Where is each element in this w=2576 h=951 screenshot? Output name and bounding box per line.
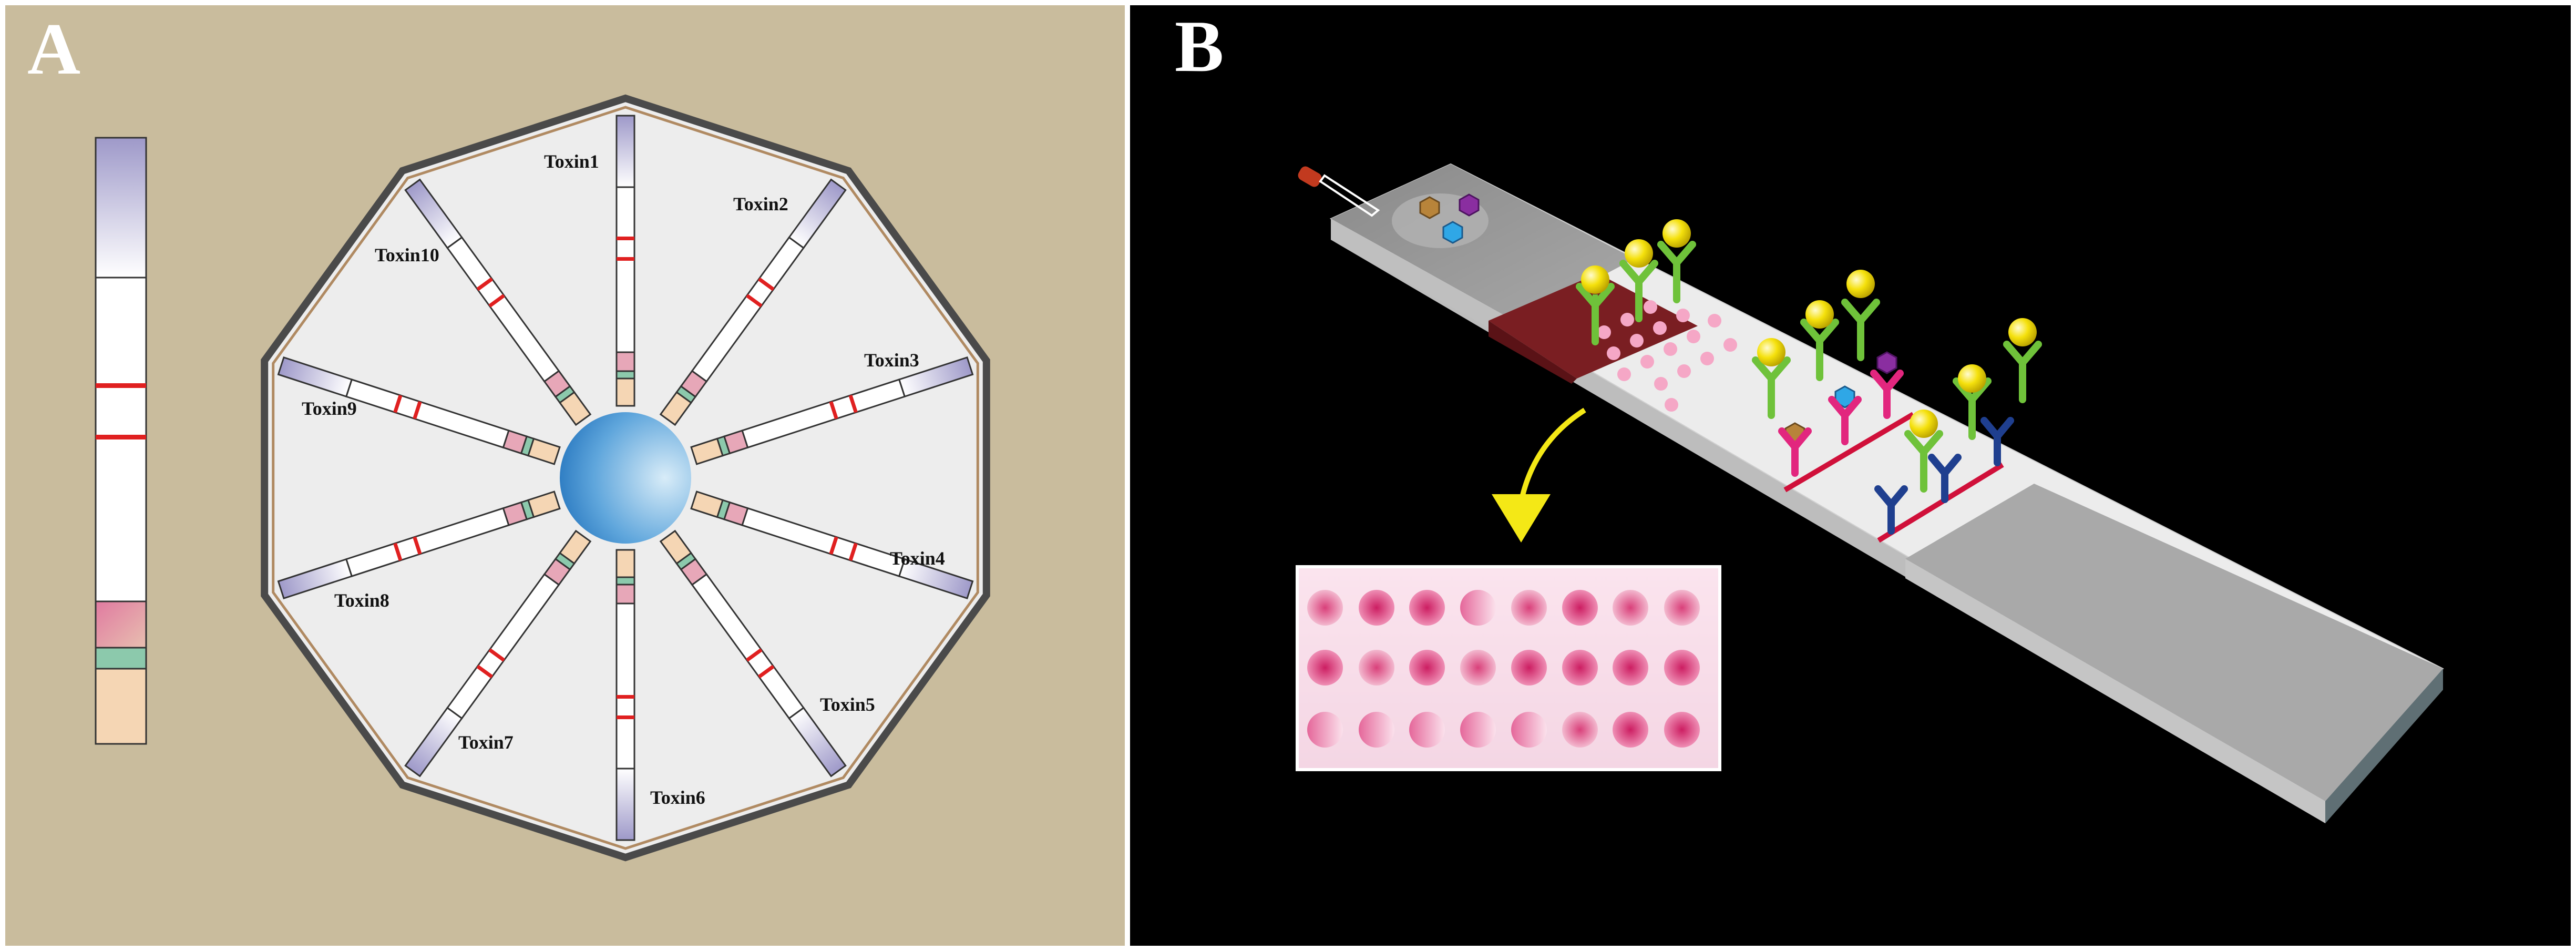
- toxin-strip-6: [615, 549, 635, 841]
- panel-b-letter: B: [1175, 6, 1224, 87]
- toxin-strip-3: [690, 356, 974, 465]
- absorbent-pad-3d-end: [2325, 669, 2443, 823]
- panel-b: B: [1130, 5, 2571, 946]
- toxin-label-5: Toxin5: [820, 694, 875, 715]
- dropper-icon: [1298, 166, 1380, 217]
- gold-antibody-4: [1752, 338, 1791, 419]
- sample-pad: [95, 668, 147, 745]
- absorbent-pad-3d: [1905, 484, 2443, 801]
- analyte-purple: [1459, 193, 1480, 217]
- toxin-label-10: Toxin10: [375, 244, 439, 265]
- radial-strips: [277, 115, 974, 841]
- sample-pad-green: [95, 647, 147, 670]
- conjugate-dots: [1597, 300, 1737, 412]
- gold-antibody-9: [2003, 318, 2042, 403]
- panel-a: A: [5, 5, 1125, 946]
- gold-antibody-6: [1841, 270, 1880, 361]
- toxin-strip-1: [615, 115, 635, 407]
- toxin-label-6: Toxin6: [650, 787, 705, 808]
- secondary-antibodies-control-line: [1874, 417, 2014, 535]
- toxin-label-9: Toxin9: [302, 398, 357, 419]
- control-line: [96, 383, 146, 388]
- absorbent-pad-3d-side: [1905, 559, 2325, 823]
- toxin-strip-5: [659, 529, 847, 778]
- arrow-down-icon: [1492, 407, 1586, 543]
- absorbent-pad: [95, 137, 147, 279]
- toxin-strip-10: [404, 178, 592, 426]
- decagon-inner-border: [272, 106, 979, 850]
- gold-antibody-2: [1619, 239, 1658, 322]
- sample-pad-3d-side: [1331, 219, 1516, 343]
- toxin-strip-4: [690, 490, 974, 599]
- toxin-label-3: Toxin3: [864, 350, 919, 371]
- capture-antibodies-test-line: [1778, 370, 1904, 477]
- toxin-strip-7: [404, 529, 592, 778]
- analyte-brown: [1419, 196, 1440, 219]
- sample-well: [560, 412, 691, 544]
- gold-antibody-1: [1576, 265, 1615, 345]
- toxin-strip-8: [277, 490, 561, 599]
- result-dots: [1307, 590, 1700, 748]
- control-line-3d: [1877, 462, 2004, 543]
- conjugate-pad-side: [1489, 321, 1577, 384]
- test-line-3d: [1783, 412, 1915, 493]
- result-panel: [1296, 565, 1721, 771]
- analyte-blue: [1442, 221, 1463, 244]
- panel-a-letter: A: [27, 8, 80, 90]
- toxin-label-4: Toxin4: [890, 548, 945, 569]
- captured-analyte-purple: [1876, 351, 1897, 374]
- test-line: [96, 435, 146, 439]
- gold-antibody-7: [1904, 410, 1943, 493]
- toxin-strip-9: [277, 356, 561, 465]
- toxin-label-8: Toxin8: [334, 590, 389, 611]
- toxin-label-7: Toxin7: [458, 732, 514, 753]
- conjugate-pad: [95, 600, 147, 649]
- toxin-labels: Toxin1 Toxin2 Toxin3 Toxin4 Toxin5 Toxin…: [302, 151, 945, 808]
- single-test-strip: [95, 137, 147, 745]
- toxin-label-2: Toxin2: [733, 193, 788, 214]
- gold-antibody-3: [1657, 219, 1696, 303]
- captured-analyte-blue: [1834, 385, 1855, 408]
- gold-antibody-8: [1953, 364, 1992, 440]
- toxin-strip-2: [659, 178, 847, 426]
- gold-antibody-5: [1800, 300, 1839, 381]
- toxin-label-1: Toxin1: [544, 151, 599, 172]
